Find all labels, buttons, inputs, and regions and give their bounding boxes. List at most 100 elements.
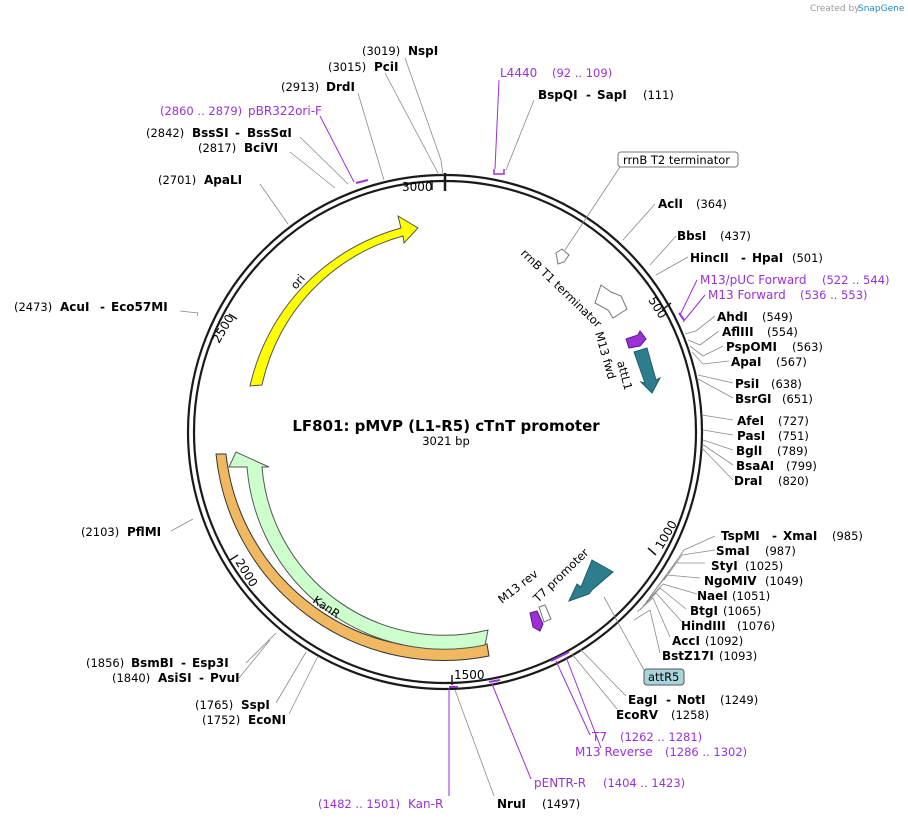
site-smai[interactable]: SmaI (716, 544, 750, 558)
site-btgi[interactable]: BtgI (690, 604, 718, 618)
site-pvui[interactable]: PvuI (210, 671, 240, 685)
site-drai-pos: (820) (778, 474, 809, 488)
site-pspomi[interactable]: PspOMI (726, 340, 777, 354)
primer-marks (355, 169, 685, 688)
tick-1500: 1500 (454, 668, 485, 682)
site-ngomiv[interactable]: NgoMIV (704, 574, 757, 588)
rrnb-t2-label: rrnB T2 terminator (623, 153, 730, 167)
site-ecorv[interactable]: EcoRV (616, 708, 659, 722)
site-eco57mi[interactable]: Eco57MI (111, 300, 168, 314)
primer-m13-puc-forward[interactable]: M13/pUC Forward (700, 273, 807, 287)
site-bsssi[interactable]: BssSI (192, 126, 229, 140)
site-asisi[interactable]: AsiSI (158, 671, 192, 685)
site-bsrgi[interactable]: BsrGI (735, 392, 772, 406)
primer-pentr-r[interactable]: pENTR-R (534, 776, 586, 790)
site-tspmi[interactable]: TspMI (721, 529, 760, 543)
primer-t7[interactable]: T7 (591, 730, 607, 744)
leader-lines (170, 57, 734, 797)
site-styi-pos: (1025) (745, 559, 783, 573)
m13-rev-feature[interactable] (529, 610, 544, 632)
site-bspqi[interactable]: BspQI (538, 88, 578, 102)
primer-m13-reverse[interactable]: M13 Reverse (575, 745, 653, 759)
site-hindiii[interactable]: HindIII (681, 619, 726, 633)
site-nspi-pos: (3019) (362, 44, 400, 58)
rrnb-t2-feature[interactable] (555, 248, 570, 265)
site-hincii[interactable]: HincII (690, 251, 729, 265)
site-pasi[interactable]: PasI (737, 429, 765, 443)
site-sspi-pos: (1765) (195, 698, 233, 712)
site-drai[interactable]: DraI (734, 474, 762, 488)
site-afei[interactable]: AfeI (737, 414, 764, 428)
primer-pbr322ori[interactable]: pBR322ori-F (248, 104, 322, 118)
site-bcivi[interactable]: BciVI (244, 141, 278, 155)
site-drdi[interactable]: DrdI (326, 80, 355, 94)
m13-fwd-label: M13 fwd (592, 330, 619, 381)
attl1-feature[interactable] (633, 347, 662, 394)
site-bcivi-pos: (2817) (198, 141, 236, 155)
site-noti[interactable]: NotI (677, 693, 706, 707)
site-bstz17i[interactable]: BstZ17I (662, 649, 714, 663)
attr5-leader (603, 596, 645, 671)
m13-fwd-feature[interactable] (625, 330, 647, 349)
site-acui[interactable]: AcuI (60, 300, 89, 314)
site-bsmbi[interactable]: BsmBI (131, 656, 173, 670)
rrnb-t2-box[interactable] (617, 151, 739, 168)
site-nrui-pos: (1497) (542, 797, 580, 811)
site-nspi[interactable]: NspI (408, 44, 438, 58)
site-bgli-pos: (789) (777, 444, 808, 458)
site-xmai[interactable]: XmaI (783, 529, 817, 543)
ori-feature[interactable] (249, 214, 419, 387)
backbone (186, 173, 704, 691)
site-pflmi[interactable]: PflMI (127, 525, 161, 539)
site-drdi-pos: (2913) (281, 80, 319, 94)
svg-text:-: - (772, 529, 777, 543)
site-sapi[interactable]: SapI (597, 88, 627, 102)
site-naei[interactable]: NaeI (697, 589, 728, 603)
tick-3000: 3000 (402, 180, 433, 194)
primer-kan-r[interactable]: Kan-R (408, 797, 443, 811)
primer-m13-forward[interactable]: M13 Forward (708, 288, 786, 302)
attr5-label: attR5 (648, 670, 679, 684)
site-bsssalphai[interactable]: BssSαI (247, 126, 292, 140)
site-styi[interactable]: StyI (711, 559, 738, 573)
site-esp3i[interactable]: Esp3I (192, 656, 229, 670)
site-afliii[interactable]: AflIII (722, 325, 754, 339)
attr5-box[interactable] (643, 668, 685, 686)
site-hpai-pos: (501) (792, 251, 823, 265)
site-bgli[interactable]: BglI (736, 444, 762, 458)
site-pcii[interactable]: PciI (374, 60, 399, 74)
site-sspi[interactable]: SspI (241, 698, 270, 712)
site-apai[interactable]: ApaI (731, 355, 761, 369)
site-nrui[interactable]: NruI (497, 797, 526, 811)
site-ahdi[interactable]: AhdI (717, 310, 748, 324)
m13-rev-label: M13 rev (495, 567, 540, 607)
site-bstz17i-pos: (1093) (719, 649, 757, 663)
site-acli[interactable]: AclI (658, 197, 683, 211)
kanr-feature[interactable] (228, 451, 489, 650)
primer-t7-range: (1262 .. 1281) (620, 730, 702, 744)
site-pasi-pos: (751) (778, 429, 809, 443)
primer-pbr322ori-range: (2860 .. 2879) (160, 104, 242, 118)
site-pspomi-pos: (563) (792, 340, 823, 354)
site-apali[interactable]: ApaLI (204, 173, 242, 187)
site-bbsi[interactable]: BbsI (677, 229, 706, 243)
site-bsaai[interactable]: BsaAI (736, 459, 774, 473)
site-econi[interactable]: EcoNI (248, 713, 286, 727)
rrnb-t1-feature[interactable] (594, 284, 628, 319)
primer-l4440[interactable]: L4440 (500, 66, 537, 80)
site-psii-pos: (638) (771, 377, 802, 391)
site-hpai[interactable]: HpaI (752, 251, 783, 265)
site-smai-pos: (987) (765, 544, 796, 558)
site-acci[interactable]: AccI (672, 634, 700, 648)
snapgene-credit: Created by SnapGene (810, 4, 905, 14)
tick-500: 500 (645, 294, 669, 321)
t7-promoter-feature[interactable] (568, 559, 614, 602)
site-bbsi-pos: (437) (720, 229, 751, 243)
site-psii[interactable]: PsiI (735, 377, 759, 391)
t7-small-feature[interactable] (538, 604, 552, 623)
site-eagi[interactable]: EagI (628, 693, 657, 707)
site-apali-pos: (2701) (158, 173, 196, 187)
site-bsmbi-pos: (1856) (86, 656, 124, 670)
site-hindiii-pos: (1076) (737, 619, 775, 633)
